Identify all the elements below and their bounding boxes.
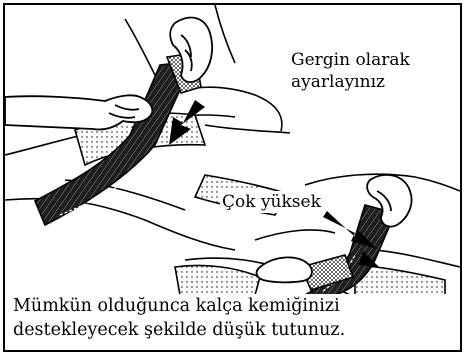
caption-line1: Mümkün olduğunca kalça kemiğinizi (13, 294, 453, 318)
lower-left-hand (257, 257, 312, 282)
figure-frame: Gergin olarak ayarlayınız Çok yüksek Müm… (3, 3, 462, 352)
tension-label-line1: Gergin olarak (291, 49, 410, 71)
caption: Mümkün olduğunca kalça kemiğinizi destek… (13, 294, 453, 342)
tension-label: Gergin olarak ayarlayınız (289, 49, 412, 93)
too-high-label: Çok yüksek (220, 191, 323, 213)
caption-line2: destekleyecek şekilde düşük tutunuz. (13, 318, 453, 342)
tension-label-line2: ayarlayınız (291, 71, 410, 93)
